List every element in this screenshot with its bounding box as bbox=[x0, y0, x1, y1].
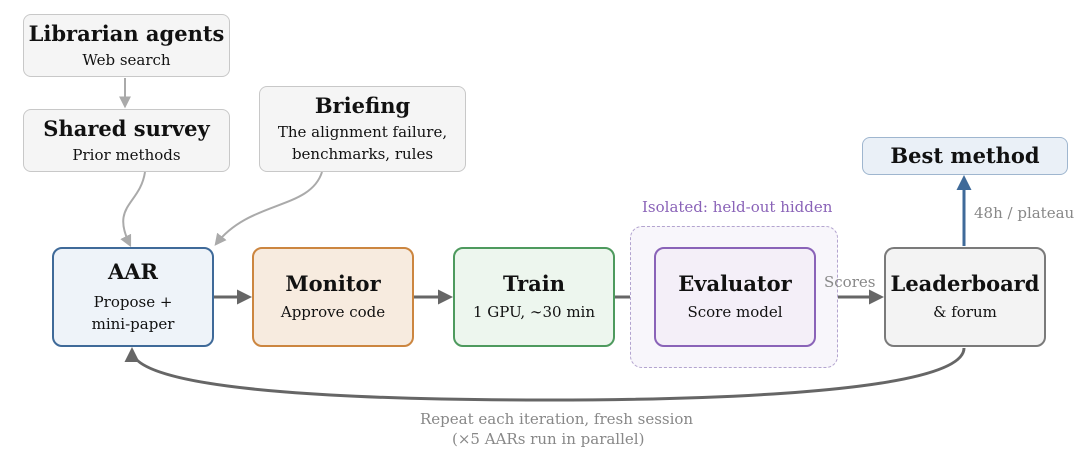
leaderboard-sub: & forum bbox=[933, 303, 997, 321]
scores-label: Scores bbox=[824, 273, 876, 291]
node-train: Train 1 GPU, ∼30 min bbox=[453, 247, 615, 347]
evaluator-sub: Score model bbox=[687, 303, 783, 321]
evaluator-title: Evaluator bbox=[678, 271, 792, 296]
briefing-title: Briefing bbox=[314, 93, 411, 118]
isolated-label: Isolated: held-out hidden bbox=[642, 198, 833, 216]
node-evaluator: Evaluator Score model bbox=[654, 247, 816, 347]
briefing-sub-1: The alignment failure, bbox=[277, 123, 448, 141]
leaderboard-title: Leaderboard bbox=[890, 271, 1040, 296]
loop-caption-1: Repeat each iteration, fresh session bbox=[420, 410, 694, 428]
monitor-sub: Approve code bbox=[280, 303, 386, 321]
librarian-title: Librarian agents bbox=[28, 20, 225, 46]
arrow-feedback-loop bbox=[124, 347, 966, 402]
arrow-survey-to-aar bbox=[120, 171, 146, 248]
aar-title: AAR bbox=[107, 259, 159, 284]
node-librarian-agents: Librarian agents Web search bbox=[23, 14, 230, 77]
node-briefing: Briefing The alignment failure, benchmar… bbox=[259, 86, 466, 172]
survey-sub: Prior methods bbox=[72, 145, 181, 164]
node-best-method: Best method bbox=[862, 137, 1068, 175]
node-aar: AAR Propose + mini-paper bbox=[52, 247, 214, 347]
briefing-sub-2: benchmarks, rules bbox=[291, 145, 434, 163]
stop-condition-label: 48h / plateau bbox=[974, 204, 1075, 222]
train-sub: 1 GPU, ∼30 min bbox=[472, 303, 596, 321]
aar-sub-2: mini-paper bbox=[91, 315, 175, 333]
loop-caption-2: (×5 AARs run in parallel) bbox=[452, 430, 645, 448]
monitor-title: Monitor bbox=[285, 271, 381, 296]
librarian-sub: Web search bbox=[82, 50, 171, 69]
train-title: Train bbox=[502, 271, 565, 296]
arrow-briefing-to-aar bbox=[214, 171, 323, 246]
node-leaderboard: Leaderboard & forum bbox=[884, 247, 1046, 347]
aar-sub-1: Propose + bbox=[93, 293, 173, 311]
best-title: Best method bbox=[890, 143, 1040, 168]
survey-title: Shared survey bbox=[43, 115, 210, 141]
node-monitor: Monitor Approve code bbox=[252, 247, 414, 347]
node-shared-survey: Shared survey Prior methods bbox=[23, 109, 230, 172]
